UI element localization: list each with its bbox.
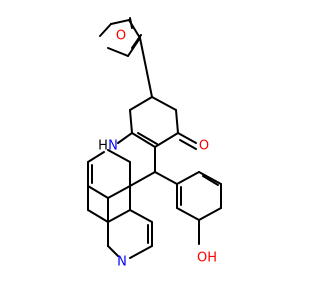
- bond: [154, 171, 178, 185]
- bond: [139, 37, 153, 98]
- bond: [137, 132, 158, 145]
- bond: [107, 149, 131, 163]
- bond: [176, 171, 200, 185]
- bond: [87, 209, 109, 223]
- molecule-canvas: O O H N N OH: [87, 17, 222, 270]
- bond: [202, 175, 219, 186]
- pyridine-nitrogen-label: N: [117, 255, 127, 270]
- bond: [131, 132, 156, 148]
- bond: [87, 151, 105, 163]
- bond: [129, 17, 133, 29]
- bond: [99, 23, 112, 37]
- bond: [175, 109, 179, 134]
- ketone-oxygen-label: O: [199, 139, 209, 154]
- bond: [176, 207, 200, 221]
- furan-oxygen-label: O: [116, 29, 126, 44]
- bond: [198, 171, 222, 185]
- bond: [129, 171, 156, 187]
- bond: [107, 209, 131, 223]
- amine-hydrogen-label: H: [98, 139, 108, 154]
- bond: [129, 245, 153, 259]
- bond: [131, 34, 142, 49]
- bond: [129, 96, 153, 111]
- bond: [107, 245, 119, 257]
- bond: [107, 185, 131, 199]
- bond: [177, 132, 197, 144]
- bond: [110, 19, 130, 25]
- hydroxyl-label: OH: [197, 251, 217, 266]
- structure-diagram: O O H N N OH: [87, 17, 222, 270]
- bond: [198, 207, 222, 221]
- bond: [107, 47, 129, 57]
- bond: [129, 209, 153, 223]
- bond: [129, 109, 133, 134]
- bond: [117, 132, 133, 144]
- bond: [87, 185, 109, 199]
- amine-nitrogen-label: N: [108, 139, 118, 154]
- bond: [154, 132, 179, 148]
- bond-lines: [87, 17, 222, 259]
- bond: [151, 96, 177, 111]
- bond: [179, 139, 197, 150]
